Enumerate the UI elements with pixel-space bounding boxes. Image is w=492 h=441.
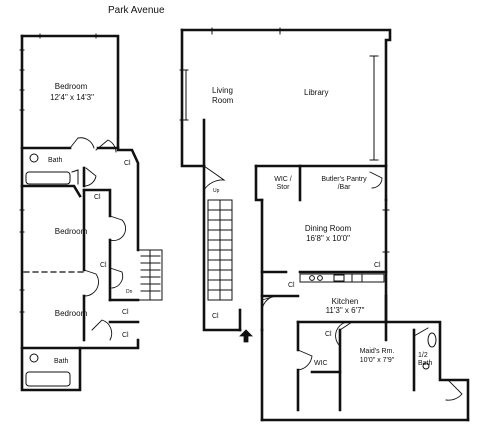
closet-label: Cl	[124, 160, 131, 167]
stair-up-label: Up	[213, 188, 220, 194]
right-wing-windows	[179, 27, 390, 253]
main-stair	[207, 199, 233, 301]
left-wing-windows	[19, 33, 97, 313]
dining-room-size: 16'8" x 10'0"	[306, 234, 350, 243]
right-wing-doors	[203, 165, 463, 401]
bedroom-1-name: Bedroom	[54, 82, 88, 91]
library-label: Library	[304, 88, 329, 97]
stair-down-label: Dn	[126, 289, 133, 295]
closet-label: Cl	[374, 262, 381, 269]
closet-label: Cl	[325, 331, 332, 338]
bath-fixtures-lower	[25, 353, 71, 387]
street-name-label: Park Avenue	[108, 5, 165, 16]
wic-label: WIC	[314, 360, 328, 367]
kitchen-size: 11'3" x 6'7"	[325, 306, 365, 315]
closet-label: Cl	[212, 313, 219, 320]
left-wing-walls	[20, 34, 140, 392]
maids-room-name: Maid's Rm.	[359, 348, 395, 355]
right-wing-walls	[180, 28, 470, 422]
bedroom-2-name: Bedroom	[54, 227, 88, 236]
closet-label: Cl	[122, 332, 129, 339]
half-bath-fixtures	[422, 332, 437, 370]
half-bath-line1: 1/2	[418, 352, 428, 359]
left-wing-doors	[69, 137, 126, 341]
half-bath-line2: Bath	[418, 360, 433, 367]
wic-stor-line1: WIC /	[274, 176, 292, 183]
entry-arrow	[239, 329, 253, 343]
closet-label: Cl	[288, 282, 295, 289]
bath-fixtures-upper	[25, 153, 79, 185]
bath-lower-label: Bath	[54, 358, 69, 365]
living-room-line1: Living	[212, 86, 233, 95]
closet-label: Cl	[122, 309, 129, 316]
butlers-pantry-line2: /Bar	[337, 184, 351, 191]
bath-upper-label: Bath	[48, 157, 63, 164]
closet-label: Cl	[100, 262, 107, 269]
dining-room-name: Dining Room	[304, 224, 352, 233]
kitchen-name: Kitchen	[331, 297, 359, 306]
closet-label: Cl	[94, 194, 101, 201]
wic-stor-line2: Stor	[276, 184, 290, 191]
bedroom-1-size: 12'4" x 14'3"	[50, 93, 94, 102]
kitchen-counter	[299, 273, 385, 283]
butlers-pantry-line1: Butler's Pantry	[321, 176, 367, 183]
left-stair	[137, 249, 163, 301]
living-room-line2: Room	[212, 96, 234, 105]
maids-room-size: 10'0" x 7'9"	[359, 357, 395, 364]
bedroom-3-name: Bedroom	[54, 309, 88, 318]
